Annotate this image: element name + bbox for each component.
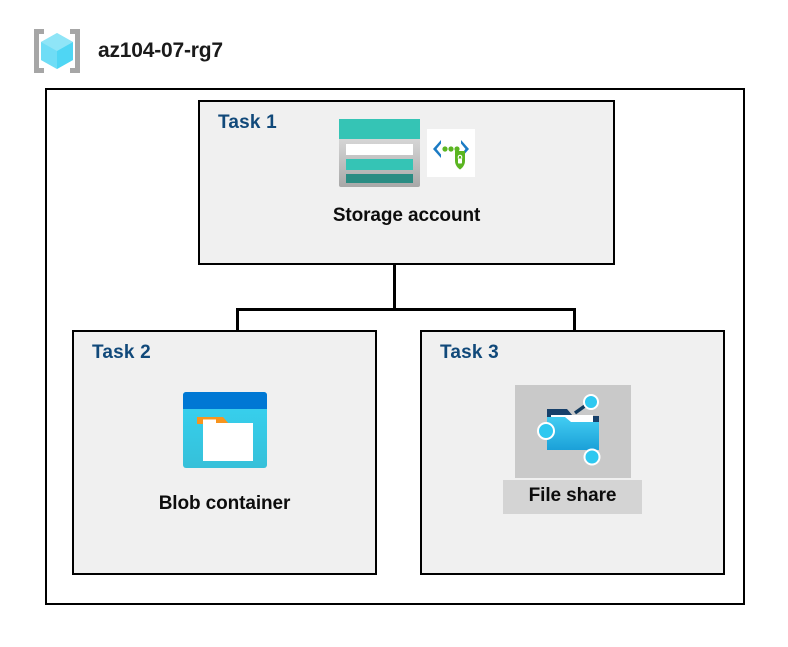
storage-account-icon-group <box>338 118 475 193</box>
resource-group-icon <box>30 26 84 76</box>
file-share-icon <box>533 391 613 474</box>
resource-group-header: az104-07-rg7 <box>30 26 223 76</box>
storage-account-icon <box>338 118 421 193</box>
connector-storage-to-branch <box>393 265 396 310</box>
file-share-label: File share <box>528 485 617 506</box>
storage-account-label: Storage account <box>332 205 481 226</box>
blob-container-label: Blob container <box>158 493 291 514</box>
blob-container-icon-group <box>181 390 269 475</box>
connector-branch-bar <box>236 308 576 311</box>
task-2-label: Task 2 <box>92 342 151 363</box>
task-1-label: Task 1 <box>218 112 277 133</box>
file-share-node: File share <box>420 385 725 514</box>
file-share-icon-backdrop <box>514 385 631 478</box>
blob-container-icon <box>181 390 269 475</box>
storage-account-node: Storage account <box>198 118 615 227</box>
resource-group-title: az104-07-rg7 <box>98 39 223 62</box>
blob-container-node: Blob container <box>72 390 377 515</box>
secure-endpoint-icon <box>427 129 475 182</box>
task-3-label: Task 3 <box>440 342 499 363</box>
file-share-label-backdrop: File share <box>502 480 643 514</box>
